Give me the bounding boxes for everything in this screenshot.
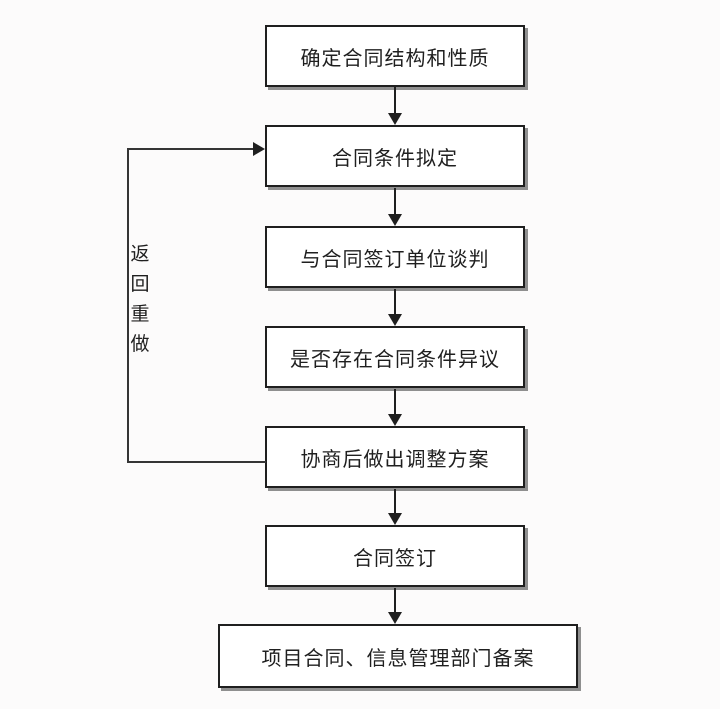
loop-edge-vertical-segment	[127, 148, 129, 463]
arrow-down-5-6-icon	[388, 489, 402, 525]
loop-label-redo: 返回重做	[130, 244, 150, 355]
arrowhead-down-icon	[388, 414, 402, 426]
arrow-shaft	[394, 289, 396, 316]
flow-node-adjustment-plan: 协商后做出调整方案	[265, 426, 525, 488]
flow-node-negotiate: 与合同签订单位谈判	[265, 226, 525, 288]
arrowhead-down-icon	[388, 113, 402, 125]
flow-node-determine-structure: 确定合同结构和性质	[265, 25, 525, 87]
arrow-shaft	[394, 188, 396, 216]
arrowhead-right-icon	[253, 142, 265, 156]
flow-node-filing: 项目合同、信息管理部门备案	[218, 624, 578, 688]
arrow-down-2-3-icon	[388, 188, 402, 226]
loop-edge-top-segment	[127, 148, 254, 150]
arrow-down-1-2-icon	[388, 87, 402, 125]
arrow-shaft	[394, 87, 396, 115]
arrow-down-3-4-icon	[388, 289, 402, 326]
flow-node-objection-check: 是否存在合同条件异议	[265, 326, 525, 388]
flow-node-draft-conditions: 合同条件拟定	[265, 125, 525, 187]
loop-edge-bottom-segment	[127, 461, 266, 463]
arrow-shaft	[394, 588, 396, 614]
arrowhead-down-icon	[388, 513, 402, 525]
arrow-shaft	[394, 389, 396, 416]
arrow-down-6-7-icon	[388, 588, 402, 624]
arrow-shaft	[394, 489, 396, 515]
arrow-down-4-5-icon	[388, 389, 402, 426]
arrowhead-down-icon	[388, 612, 402, 624]
arrowhead-down-icon	[388, 214, 402, 226]
arrowhead-down-icon	[388, 314, 402, 326]
flow-node-contract-signing: 合同签订	[265, 525, 525, 587]
